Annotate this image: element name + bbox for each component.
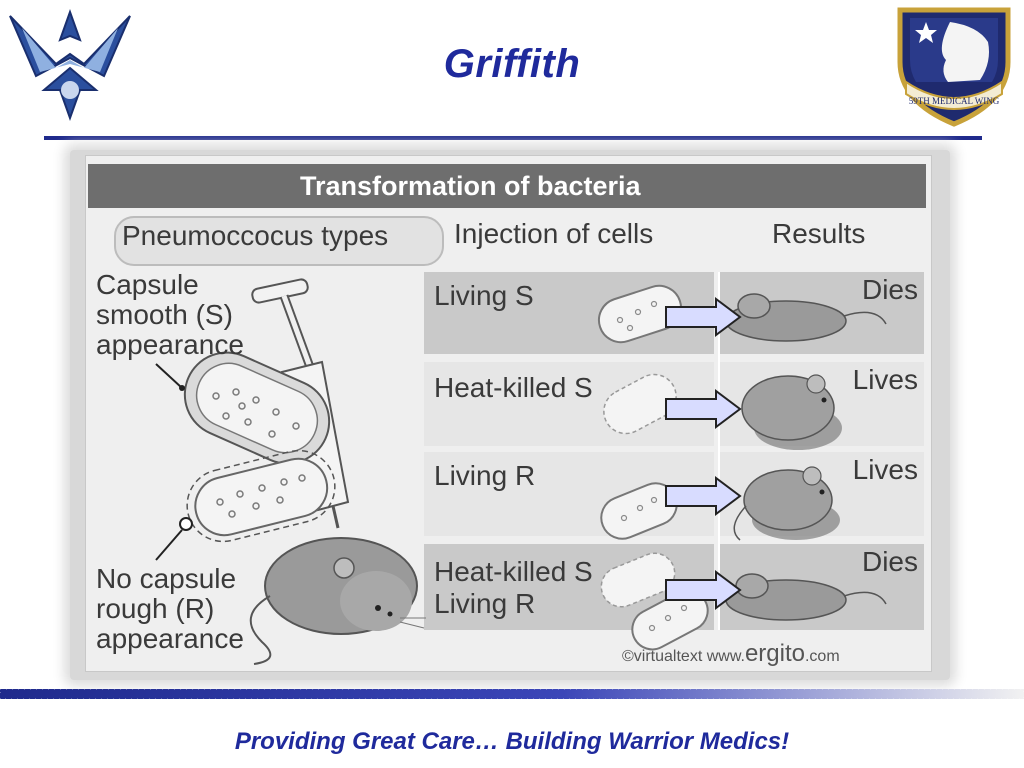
slide-tagline: Providing Great Care… Building Warrior M… — [234, 728, 790, 755]
result-label: Dies — [861, 546, 918, 577]
living-s-bacterium-icon — [597, 284, 683, 344]
result-label: Lives — [852, 364, 918, 395]
rough-type-label: No capsule rough (R) appearance — [96, 564, 244, 654]
column-divider — [718, 272, 720, 630]
dead-mouse-icon — [725, 573, 887, 621]
live-mouse-icon — [741, 374, 842, 450]
smooth-label-line: Capsule — [96, 269, 199, 300]
figure-title: Transformation of bacteria — [88, 164, 926, 208]
arrow-right-icon — [665, 389, 742, 429]
injection-label: Living R — [434, 460, 536, 491]
dead-mouse-icon — [725, 293, 887, 342]
illustration-layer — [155, 278, 887, 665]
live-mouse-icon — [733, 466, 840, 541]
figure-credit: ©virtualtext www.ergito.com — [622, 640, 840, 668]
shield-label: 59TH MEDICAL WING — [909, 96, 1000, 106]
types-header: Pneumoccocus types — [122, 220, 389, 251]
air-force-logo-icon — [9, 9, 131, 121]
injection-label: Heat-killed S — [434, 372, 593, 403]
footer-stripe — [0, 689, 1024, 699]
injection-label: Living S — [434, 280, 534, 311]
injection-header: Injection of cells — [454, 218, 654, 249]
credit-prefix: ©virtualtext www. — [622, 648, 745, 665]
credit-brand: ergito — [744, 640, 805, 667]
arrow-right-icon — [665, 570, 742, 610]
living-r-bacterium-icon — [631, 589, 709, 651]
rough-label-line: No capsule — [96, 563, 237, 594]
title-rule — [44, 136, 982, 140]
heat-killed-s-bacterium-icon — [600, 552, 676, 608]
rough-label-line: appearance — [96, 623, 244, 654]
arrow-right-icon — [665, 297, 742, 337]
credit-suffix: .com — [804, 648, 840, 665]
injection-label: Living R — [434, 588, 536, 619]
medical-wing-shield-icon: 59TH MEDICAL WING — [897, 7, 1011, 127]
rough-label-line: rough (R) — [96, 593, 215, 624]
results-header: Results — [772, 218, 866, 249]
smooth-label-line: smooth (S) — [96, 299, 233, 330]
result-label: Lives — [852, 454, 918, 485]
smooth-type-label: Capsule smooth (S) appearance — [96, 270, 244, 360]
arrow-right-icon — [665, 476, 742, 516]
capsule-bacterium-icon — [155, 351, 331, 465]
living-r-bacterium-icon — [600, 482, 678, 540]
types-header-pill — [114, 216, 444, 266]
heat-killed-s-bacterium-icon — [603, 373, 677, 435]
injection-label: Heat-killed S — [434, 556, 593, 587]
rough-bacterium-icon — [155, 449, 336, 561]
slide-title: Griffith — [443, 42, 581, 86]
smooth-label-line: appearance — [96, 329, 244, 360]
result-label: Dies — [861, 274, 918, 305]
mouse-icon — [249, 537, 426, 665]
transformation-figure: Transformation of bacteria Pneumoccocus … — [85, 155, 932, 672]
